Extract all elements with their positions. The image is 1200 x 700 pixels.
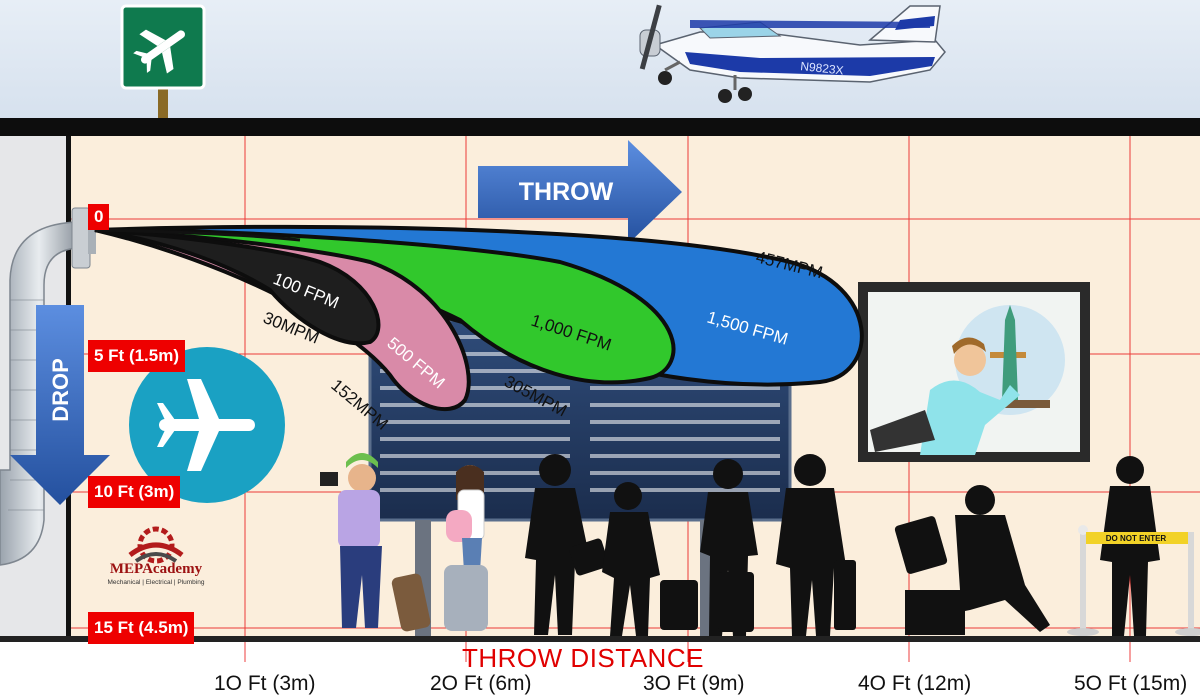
drop-marker-0: 0 — [88, 204, 110, 230]
girl-traveler — [444, 465, 488, 631]
silhouette-1 — [525, 454, 609, 635]
wall-picture — [858, 282, 1090, 462]
drop-marker-5ft: 5 Ft (1.5m) — [88, 340, 186, 372]
throw-tick-10ft: 1O Ft (3m) — [214, 672, 316, 695]
throw-arrow-label: THROW — [519, 178, 614, 206]
plane-icon — [133, 29, 186, 74]
do-not-enter-text: DO NOT ENTER — [1106, 534, 1167, 543]
logo-name: MEPAcademy — [109, 561, 203, 577]
drop-marker-10ft: 10 Ft (3m) — [88, 476, 181, 508]
drop-marker-15ft: 15 Ft (4.5m) — [88, 612, 195, 644]
throw-tick-30ft: 3O Ft (9m) — [643, 672, 745, 695]
ceiling — [0, 118, 1200, 136]
silhouette-5 — [894, 485, 1050, 635]
round-plane-badge — [129, 347, 285, 503]
airplane-icon — [157, 379, 255, 471]
throw-tick-50ft: 5O Ft (15m) — [1074, 672, 1188, 695]
throw-arrow: THROW — [478, 140, 682, 244]
throw-distance-title: THROW DISTANCE — [462, 643, 704, 673]
mep-logo-gear-icon — [128, 526, 184, 564]
drop-arrow-label: DROP — [48, 358, 73, 422]
do-not-enter-stanchion: DO NOT ENTER — [1067, 525, 1200, 636]
floor — [0, 636, 1200, 642]
traveler-silhouettes — [525, 454, 1160, 636]
airplane-registration: N9823X — [800, 59, 845, 77]
photographer-traveler — [320, 453, 431, 632]
air-plumes — [94, 224, 864, 411]
drop-arrow: DROP — [10, 305, 110, 505]
throw-tick-40ft: 4O Ft (12m) — [858, 672, 972, 695]
plume-100-fpm — [94, 228, 381, 346]
small-airplane: N9823X — [639, 4, 946, 103]
airport-sign — [120, 4, 206, 120]
silhouette-6 — [1100, 456, 1160, 636]
mep-academy-logo: MEPAcademy Mechanical | Electrical | Plu… — [104, 527, 208, 597]
logo-tagline: Mechanical | Electrical | Plumbing — [107, 579, 205, 586]
silhouette-4 — [776, 454, 856, 636]
person-in-picture — [870, 337, 1020, 455]
silhouette-2 — [602, 482, 698, 636]
silhouette-3 — [700, 459, 758, 636]
throw-tick-20ft: 2O Ft (6m) — [430, 672, 532, 695]
